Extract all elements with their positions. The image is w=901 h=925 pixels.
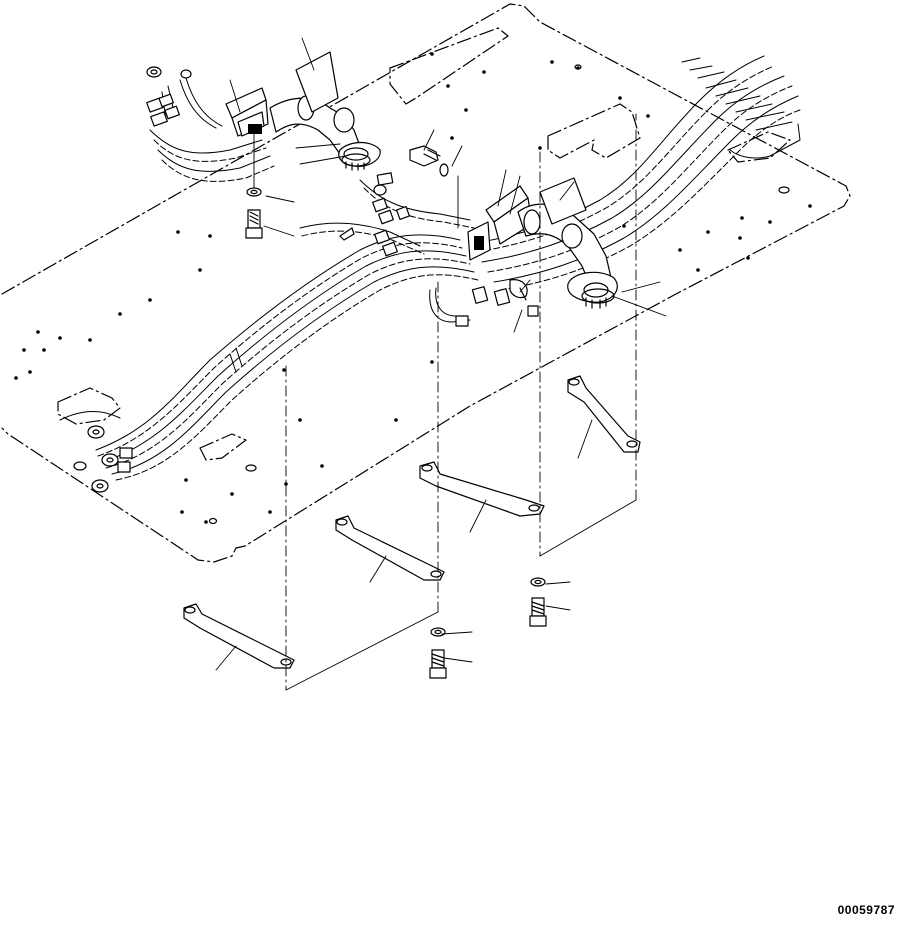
strap-bottom-right: [568, 376, 640, 452]
alignment-lines: [254, 114, 636, 690]
elbow-pipe-right: [518, 204, 617, 302]
hose-fittings: [118, 94, 538, 472]
plate-large-holes: [210, 65, 790, 524]
washer-column-left: [430, 628, 446, 678]
hose-group-center: [60, 180, 474, 420]
hose-bundle-main: [96, 235, 478, 480]
grommet-left: [342, 154, 370, 170]
floor-plate-outline: [2, 4, 850, 562]
strap-bottom-center: [420, 462, 544, 516]
clamp-bracket-right: [468, 186, 532, 260]
strap-bottom-left: [184, 604, 294, 668]
strap-bottom-middle: [336, 516, 444, 580]
plate-mounting-holes: [14, 52, 812, 524]
hose-bundle-right: [470, 56, 800, 290]
hose-group-upper-left: [150, 78, 274, 181]
top-bracket-plate-right: [540, 178, 586, 224]
bolt-upper-left: [246, 188, 262, 238]
drawing-number: 00059787: [837, 903, 895, 917]
washer-column-right: [530, 578, 546, 626]
banjo-eye-fittings: [74, 67, 386, 492]
clamp-bracket-left: [226, 88, 268, 136]
grommet-right: [582, 289, 614, 308]
nut-washer-center: [510, 280, 527, 300]
top-bracket-plate: [296, 52, 338, 112]
elbow-pipe-left: [270, 96, 380, 166]
bolt-center: [410, 146, 448, 176]
callout-leader-lines: [216, 38, 666, 670]
